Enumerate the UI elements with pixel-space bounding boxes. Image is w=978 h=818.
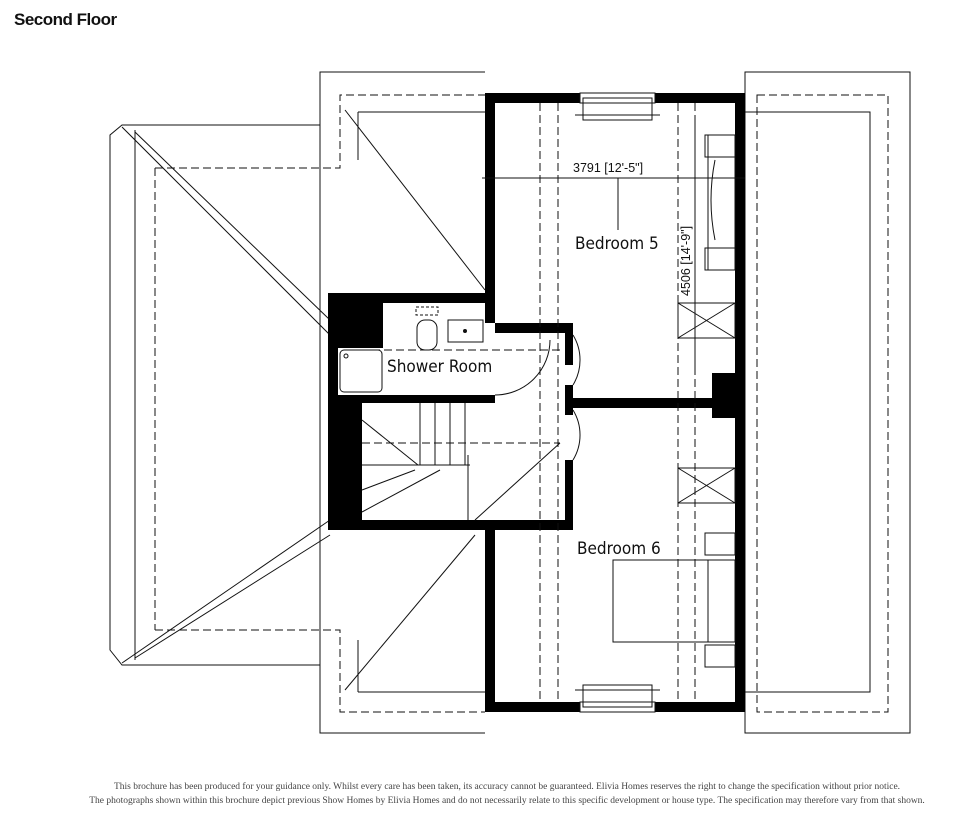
- room-label-bedroom5: Bedroom 5: [575, 234, 659, 254]
- length-dimension: 4506 [14'-9"]: [679, 226, 693, 296]
- disclaimer-line-1: This brochure has been produced for your…: [113, 782, 901, 792]
- window-bottom: [575, 684, 660, 713]
- bed-6: [612, 532, 736, 668]
- room-label-shower-room: Shower Room: [387, 357, 492, 377]
- floor-title: Second Floor: [14, 10, 117, 29]
- staircase: [361, 403, 561, 521]
- room-label-bedroom6: Bedroom 6: [577, 539, 661, 559]
- window-top: [575, 92, 660, 121]
- walls: [328, 93, 745, 712]
- right-roof: [744, 71, 911, 734]
- wc: [415, 306, 439, 351]
- rooflight: [677, 302, 736, 504]
- door-bedroom6: [572, 409, 581, 461]
- left-roof: [109, 71, 486, 734]
- door-bedroom5: [572, 334, 581, 386]
- disclaimer-line-2: The photographs shown within this brochu…: [89, 796, 925, 806]
- width-dimension: 3791 [12'-5"]: [573, 161, 643, 175]
- disclaimer: This brochure has been produced for your…: [0, 780, 978, 808]
- door-shower: [494, 339, 551, 396]
- bed-5: [704, 134, 736, 271]
- shower-tray: [339, 349, 383, 393]
- basin: [447, 319, 484, 343]
